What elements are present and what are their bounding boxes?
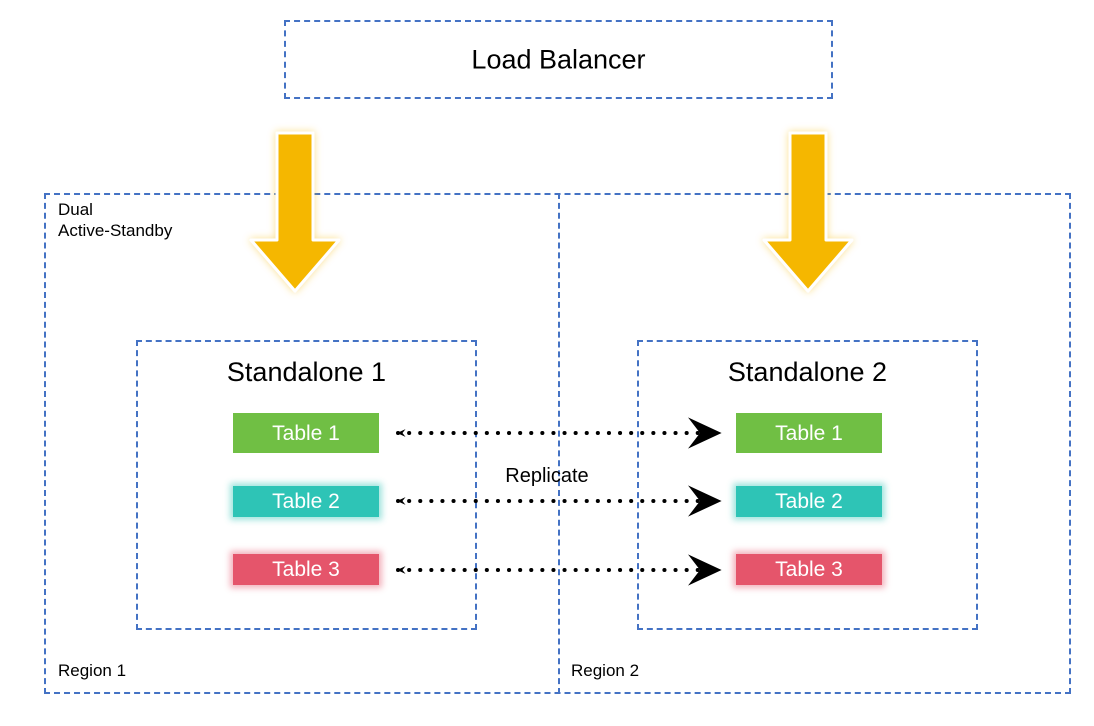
standalone-2-box[interactable]: Standalone 2: [637, 340, 978, 630]
load-balancer-box[interactable]: Load Balancer: [284, 20, 833, 99]
standalone-2-table-1[interactable]: Table 1: [736, 413, 882, 453]
standalone-1-title: Standalone 1: [226, 357, 387, 387]
standalone-2-table-2[interactable]: Table 2: [736, 486, 882, 517]
region-2-label: Region 2: [571, 661, 640, 680]
replicate-label: Replicate: [505, 465, 589, 487]
dual-label-line-1: Dual: [58, 200, 93, 219]
region-1-label: Region 1: [58, 661, 127, 680]
standalone-1-table-2[interactable]: Table 2: [233, 486, 379, 517]
dual-active-standby-container[interactable]: [44, 193, 1071, 694]
standalone-2-title: Standalone 2: [727, 357, 888, 387]
dual-label-line-2: Active-Standby: [58, 221, 173, 241]
standalone-1-table-1[interactable]: Table 1: [233, 413, 379, 453]
load-balancer-label: Load Balancer: [471, 44, 646, 74]
region-divider: [558, 193, 560, 694]
standalone-2-table-3[interactable]: Table 3: [736, 554, 882, 585]
standalone-1-table-3[interactable]: Table 3: [233, 554, 379, 585]
standalone-1-box[interactable]: Standalone 1: [136, 340, 477, 630]
